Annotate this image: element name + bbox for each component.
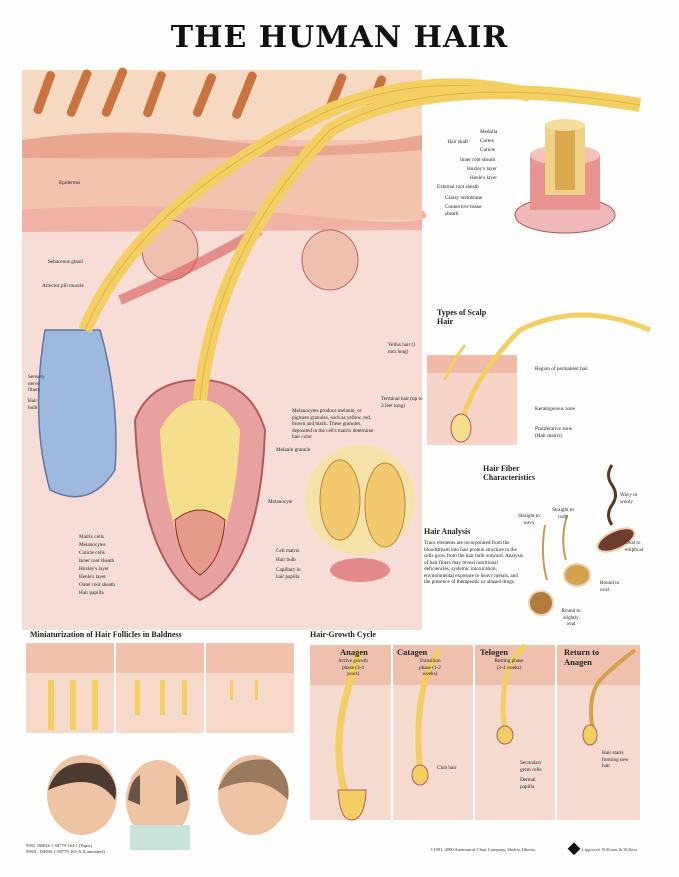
label-epidermis: Epidermis [59,180,81,186]
label-cell-matrix: Cell matrix [276,548,300,554]
copyright: ©1991, 2000 Anatomical Chart Company, Sk… [430,847,536,852]
label-hair-papilla: Hair papilla [79,590,104,596]
label-straight-curly: Straight to curly [552,507,574,520]
label-keratogenous: Keratogenous zone [535,406,575,412]
scalp-hair-illustration [427,312,651,445]
label-shaft-inner-root-sheath: Inner root sheath [460,157,496,163]
stage-catagen-sub: Transition phase (1-2 weeks) [419,658,441,677]
label-capillary: Capillary in hair papilla [276,567,301,580]
scalp-hair-heading: Types of Scalp Hair [437,308,487,326]
stage-return-line2: Anagen [564,657,592,667]
label-hair-shaft: Hair shaft [447,139,468,145]
analysis-heading: Hair Analysis [424,527,471,536]
label-shaft-henles-layer: Henle's layer [470,175,498,181]
label-henles-layer: Henle's layer [79,574,107,580]
label-sensory-nerve: Sensory nerve fibers [28,374,45,393]
label-wavy: Wavy to wooly [620,492,638,505]
label-outer-root-sheath: Outer root sheath [79,582,116,588]
shaft-cross-section [514,119,616,234]
label-external-root-sheath: External root sheath [437,184,479,190]
label-melanocytes: Melanocytes [79,542,106,548]
fiber-heading: Hair Fiber Characteristics [483,464,535,482]
label-hair-bulb-left: Hair bulb [28,398,38,411]
stage-telogen: Telogen [480,647,509,657]
baldness-panels [26,643,294,850]
label-glassy-membrane: Glassy membrane [445,195,483,201]
baldness-heading: Miniaturization of Hair Follicles in Bal… [30,630,182,639]
label-huxleys-layer: Huxley's layer [79,566,109,572]
label-cuticle-cells: Cuticle cells [79,550,105,556]
analysis-text: Trace elements are incorporated from the… [424,540,524,585]
label-matrix-cells: Matrix cells [79,534,104,540]
label-oval-elliptical: Oval to elliptical [625,540,644,553]
label-hair-bulb: Hair bulb [276,557,296,563]
label-connective-tissue-sheath: Connective tissue sheath [445,204,482,217]
label-melanocyte: Melanocyte [268,499,293,505]
stage-return-line1: Return to [564,647,600,657]
stage-anagen-sub: Active growth phase (3-4 years) [338,658,368,677]
label-club-hair: Club hair [437,765,457,771]
stage-telogen-sub: Resting phase (3-4 weeks) [494,658,524,671]
melanin-description: Melanocytes produce melanin, or pigment … [292,408,374,440]
label-inner-root-sheath: Inner root sheath [79,558,115,564]
publisher-name: Lippincott Williams & Wilkins [582,847,638,852]
label-medulla: Medulla [480,129,498,135]
label-vellus: Vellus hair (1 mm long) [388,342,416,355]
fiber-illustration [528,464,636,616]
publisher-logo [567,842,581,856]
label-round-oval: Round to oval [600,580,620,593]
label-terminal: Terminal hair (up to 3 feet long) [381,396,423,409]
label-cortex: Cortex [480,138,495,144]
label-proliferative: Proliferative zone (Hair matrix) [535,426,573,439]
label-secondary-germ: Secondary germ cells [520,760,542,773]
page-title: THE HUMAN HAIR [170,20,509,55]
cycle-heading: Hair-Growth Cycle [310,630,376,639]
label-sebaceous-gland: Sebaceous gland [48,259,83,265]
stage-anagen: Anagen [340,647,368,657]
cycle-panels [310,643,640,821]
label-straight-wavy: Straight to wavy [518,513,540,526]
label-permanent-region: Region of permanent hair [535,366,589,372]
label-hair-starts: Hair starts forming new hair [602,750,629,769]
label-round-slightly-oval: Round to slightly oval [561,608,581,627]
label-melanin-granule: Melanin granule [276,447,311,453]
label-dermal-papilla: Dermal papilla [520,777,536,790]
label-arrector-pili: Arrector pili muscle [42,283,84,289]
melanocyte-illustration [305,445,415,582]
product-codes: 9982 ISBN# 1-58779-164-1 (Paper) 9982L I… [26,843,105,854]
stage-catagen: Catagen [397,647,428,657]
label-cuticle: Cuticle [480,147,495,153]
label-shaft-huxleys-layer: Huxley's layer [467,166,497,172]
